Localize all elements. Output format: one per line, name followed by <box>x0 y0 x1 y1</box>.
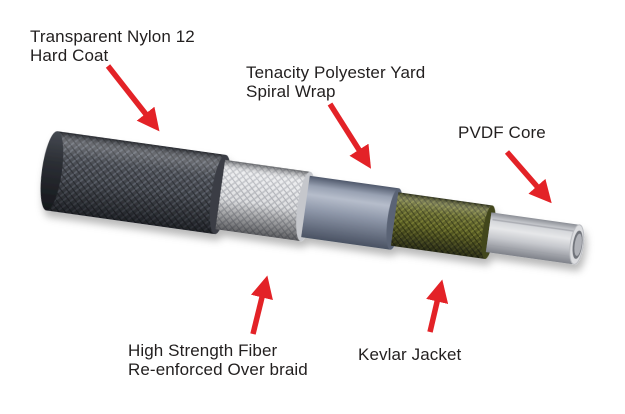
layer-pvdf-core <box>485 212 585 265</box>
label-overbraid-line2: Re-enforced Over braid <box>128 360 308 379</box>
layer-spiral-wrap <box>301 175 403 250</box>
label-hard-coat: Transparent Nylon 12 Hard Coat <box>30 27 195 65</box>
label-kevlar-jacket-line1: Kevlar Jacket <box>358 345 462 364</box>
label-spiral-wrap-line1: Tenacity Polyester Yard <box>246 63 426 82</box>
arrow-kevlar-jacket <box>426 279 449 333</box>
hose-assembly <box>40 131 585 265</box>
label-pvdf-core: PVDF Core <box>458 123 546 142</box>
label-hard-coat-line2: Hard Coat <box>30 46 109 65</box>
arrow-hard-coat <box>105 64 160 132</box>
layer-nylon-hard-coat <box>40 131 231 235</box>
hose-left-end-cap <box>40 131 64 211</box>
label-overbraid-line1: High Strength Fiber <box>128 341 278 360</box>
label-kevlar-jacket: Kevlar Jacket <box>358 345 461 364</box>
label-hard-coat-line1: Transparent Nylon 12 <box>30 27 195 46</box>
label-spiral-wrap-line2: Spiral Wrap <box>246 82 336 101</box>
layer-kevlar-jacket <box>390 192 496 259</box>
label-overbraid: High Strength Fiber Re-enforced Over bra… <box>128 341 308 379</box>
label-pvdf-core-line1: PVDF Core <box>458 123 546 142</box>
arrow-spiral-wrap <box>327 102 372 169</box>
label-spiral-wrap: Tenacity Polyester Yard Spiral Wrap <box>246 63 425 101</box>
arrow-overbraid <box>250 275 273 335</box>
arrow-pvdf-core <box>504 150 552 204</box>
